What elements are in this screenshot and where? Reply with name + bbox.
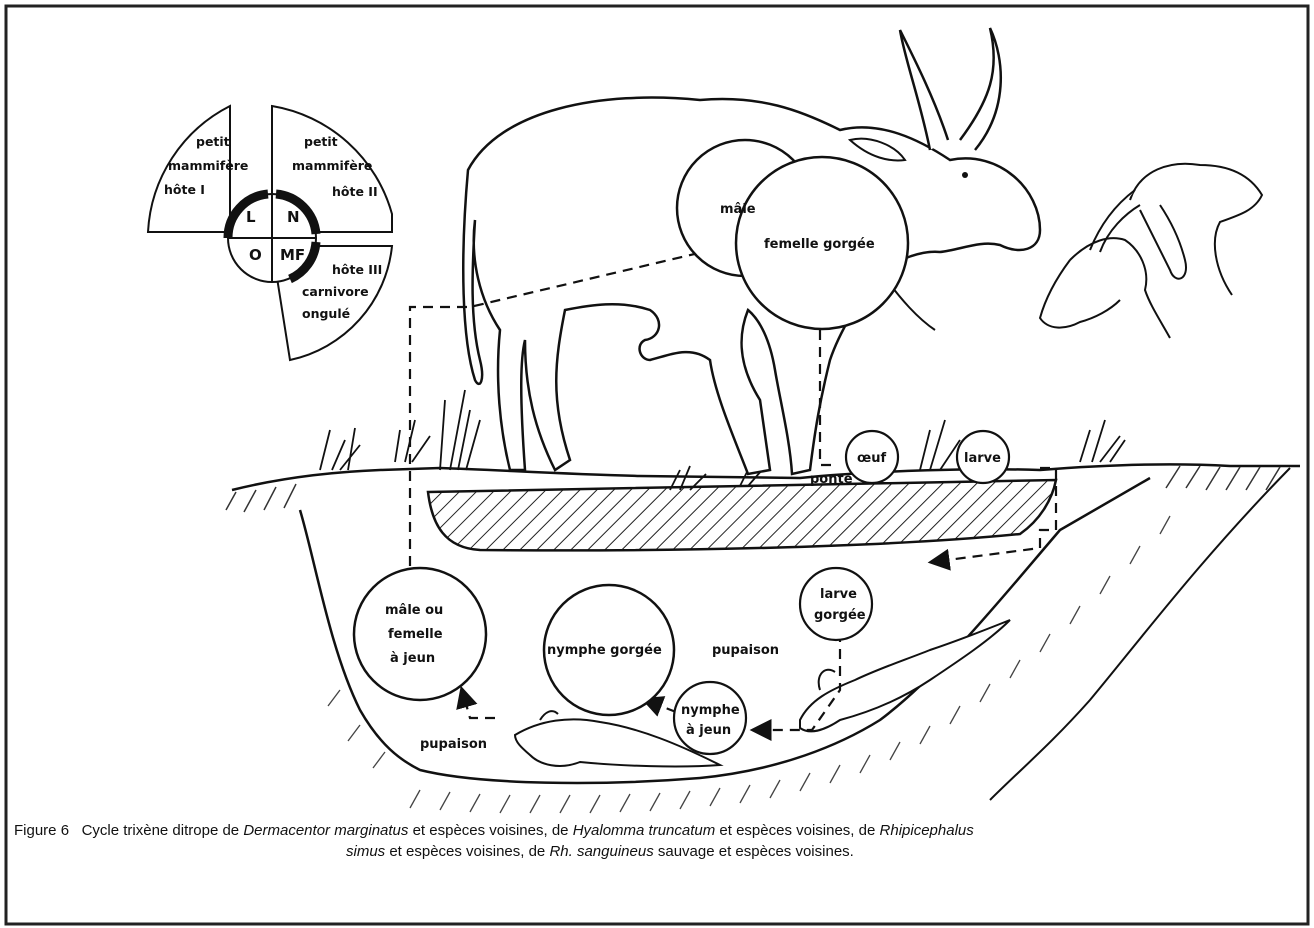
larva-label: larve bbox=[964, 451, 1001, 466]
engorged-larva-label-1: larve bbox=[820, 587, 857, 602]
soil-layer bbox=[428, 480, 1056, 550]
unfed-nymph-label-2: à jeun bbox=[686, 723, 731, 738]
wheel-MF: MF bbox=[280, 246, 305, 264]
caption-species-2: Hyalomma truncatum bbox=[573, 822, 716, 839]
wheel-L: L bbox=[246, 208, 256, 226]
adult-host-line-3: ongulé bbox=[302, 306, 350, 321]
sheep-head bbox=[1130, 164, 1262, 295]
caption-text-4: et espèces voisines, de bbox=[389, 843, 545, 860]
unfed-nymph-circle bbox=[674, 682, 746, 754]
ox-horns bbox=[900, 28, 1001, 150]
engorged-larva-label-2: gorgée bbox=[814, 608, 866, 623]
engorged-female-label: femelle gorgée bbox=[764, 237, 875, 252]
caption-species-1: Dermacentor marginatus bbox=[243, 822, 408, 839]
caption-figure-number: 6 bbox=[61, 822, 69, 839]
caption-text-3: et espèces voisines, de bbox=[719, 822, 875, 839]
caption-figure-word: Figure bbox=[14, 822, 57, 839]
molting-label-1: pupaison bbox=[712, 643, 779, 658]
unfed-adult-label-2: femelle bbox=[388, 627, 443, 642]
larva-host-line-3: hôte I bbox=[164, 182, 205, 197]
wheel-N: N bbox=[287, 208, 300, 226]
laying-label: ponte bbox=[810, 472, 853, 487]
caption-text-1: Cycle trixène ditrope de bbox=[82, 822, 240, 839]
wheel-O: O bbox=[249, 246, 262, 264]
ox-eye bbox=[962, 172, 968, 178]
ground-hatch-right bbox=[1166, 466, 1280, 490]
nymph-host-line-1: petit bbox=[304, 134, 338, 149]
engorged-nymph-label: nymphe gorgée bbox=[547, 643, 662, 658]
nymph-host-line-2: mammifère bbox=[292, 158, 372, 173]
unfed-adult-label-3: à jeun bbox=[390, 651, 435, 666]
caption-species-3b: simus bbox=[346, 843, 385, 860]
adult-host-line-2: carnivore bbox=[302, 284, 369, 299]
larva-host-line-2: mammifère bbox=[168, 158, 248, 173]
larva-host-line-1: petit bbox=[196, 134, 230, 149]
molting-label-2: pupaison bbox=[420, 737, 487, 752]
caption-text-5: sauvage et espèces voisines. bbox=[658, 843, 854, 860]
goat-head bbox=[1040, 190, 1170, 338]
adult-host-line-1: hôte III bbox=[332, 262, 382, 277]
host-wheel: petit mammifère hôte I petit mammifère h… bbox=[148, 106, 392, 360]
caption-species-4: Rh. sanguineus bbox=[549, 843, 653, 860]
unfed-adult-label-1: mâle ou bbox=[385, 603, 443, 618]
caption-text-2: et espèces voisines, de bbox=[413, 822, 569, 839]
figure-caption: Figure 6 Cycle trixène ditrope de Dermac… bbox=[14, 820, 1294, 862]
engorged-larva-circle bbox=[800, 568, 872, 640]
unfed-nymph-label-1: nymphe bbox=[681, 703, 740, 718]
egg-label: œuf bbox=[857, 451, 886, 466]
male-label: mâle bbox=[720, 202, 756, 217]
nymph-host-line-3: hôte II bbox=[332, 184, 378, 199]
caption-species-3: Rhipicephalus bbox=[880, 822, 974, 839]
